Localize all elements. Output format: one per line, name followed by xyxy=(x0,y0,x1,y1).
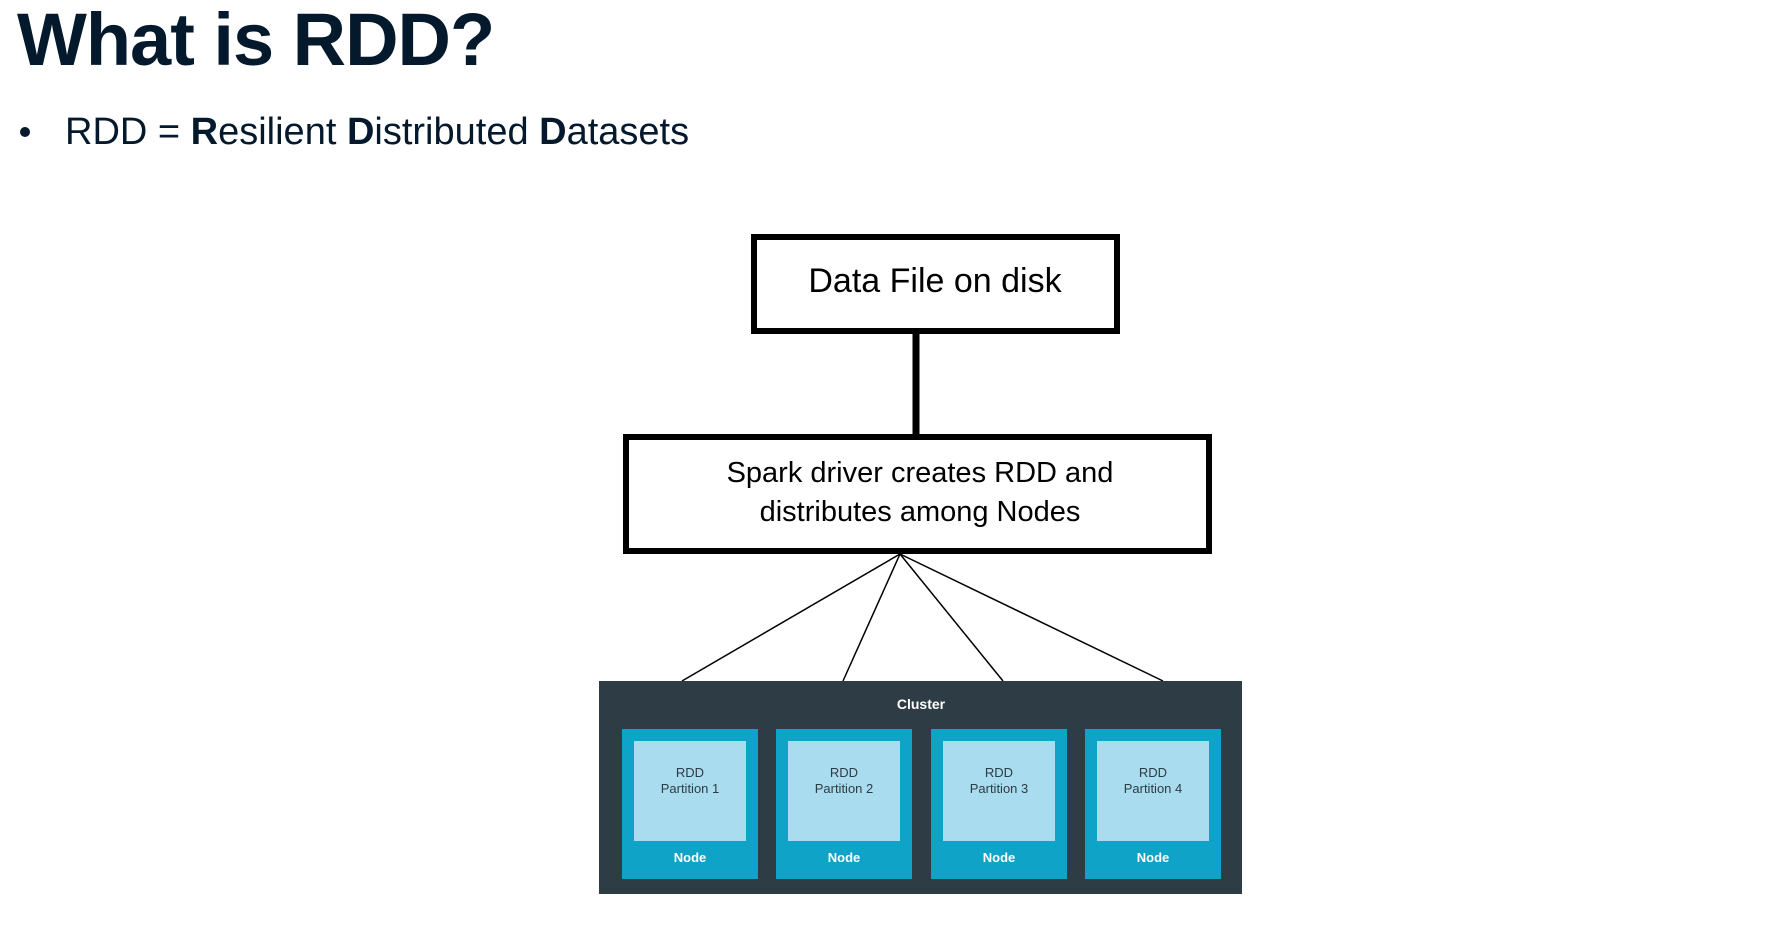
driver-label-line2: distributes among Nodes xyxy=(760,496,1081,528)
page-title: What is RDD? xyxy=(17,0,495,81)
fanout-line-3 xyxy=(899,553,1004,682)
partition-label-line1: RDD xyxy=(1139,765,1167,780)
partition-box xyxy=(634,741,746,841)
node-label: Node xyxy=(983,850,1016,865)
bullet-bold-d2: D xyxy=(539,111,567,153)
partition-box xyxy=(788,741,900,841)
partition-label-line1: RDD xyxy=(830,765,858,780)
partition-label-line2: Partition 1 xyxy=(661,781,720,796)
partition-label-line1: RDD xyxy=(676,765,704,780)
partition-label-line2: Partition 2 xyxy=(815,781,874,796)
node-label: Node xyxy=(828,850,861,865)
bullet-icon xyxy=(20,127,30,137)
bullet-item: RDD = Resilient Distributed Datasets xyxy=(17,108,689,156)
driver-label-line1: Spark driver creates RDD and xyxy=(727,457,1114,489)
fanout-line-1 xyxy=(681,553,901,682)
partition-label-line1: RDD xyxy=(985,765,1013,780)
bullet-prefix: RDD = xyxy=(65,111,191,153)
cluster-label: Cluster xyxy=(897,696,946,712)
bullet-rest-resilient: esilient xyxy=(218,111,347,153)
fanout-line-4 xyxy=(899,553,1164,682)
node-label: Node xyxy=(1137,850,1170,865)
bullet-rest-datasets: atasets xyxy=(566,111,690,153)
data-file-label: Data File on disk xyxy=(808,262,1062,300)
bullet-bold-r: R xyxy=(190,111,219,153)
partition-label-line2: Partition 3 xyxy=(970,781,1029,796)
partition-box xyxy=(1097,741,1209,841)
data-file-box xyxy=(751,234,1120,334)
node-label: Node xyxy=(674,850,707,865)
bullet-text: RDD = Resilient Distributed Datasets xyxy=(65,108,689,156)
bullet-rest-distributed: istributed xyxy=(374,111,540,153)
fanout-line-2 xyxy=(842,553,901,682)
partition-box xyxy=(943,741,1055,841)
partition-label-line2: Partition 4 xyxy=(1124,781,1183,796)
driver-box xyxy=(623,434,1212,554)
bullet-bold-d1: D xyxy=(346,111,375,153)
